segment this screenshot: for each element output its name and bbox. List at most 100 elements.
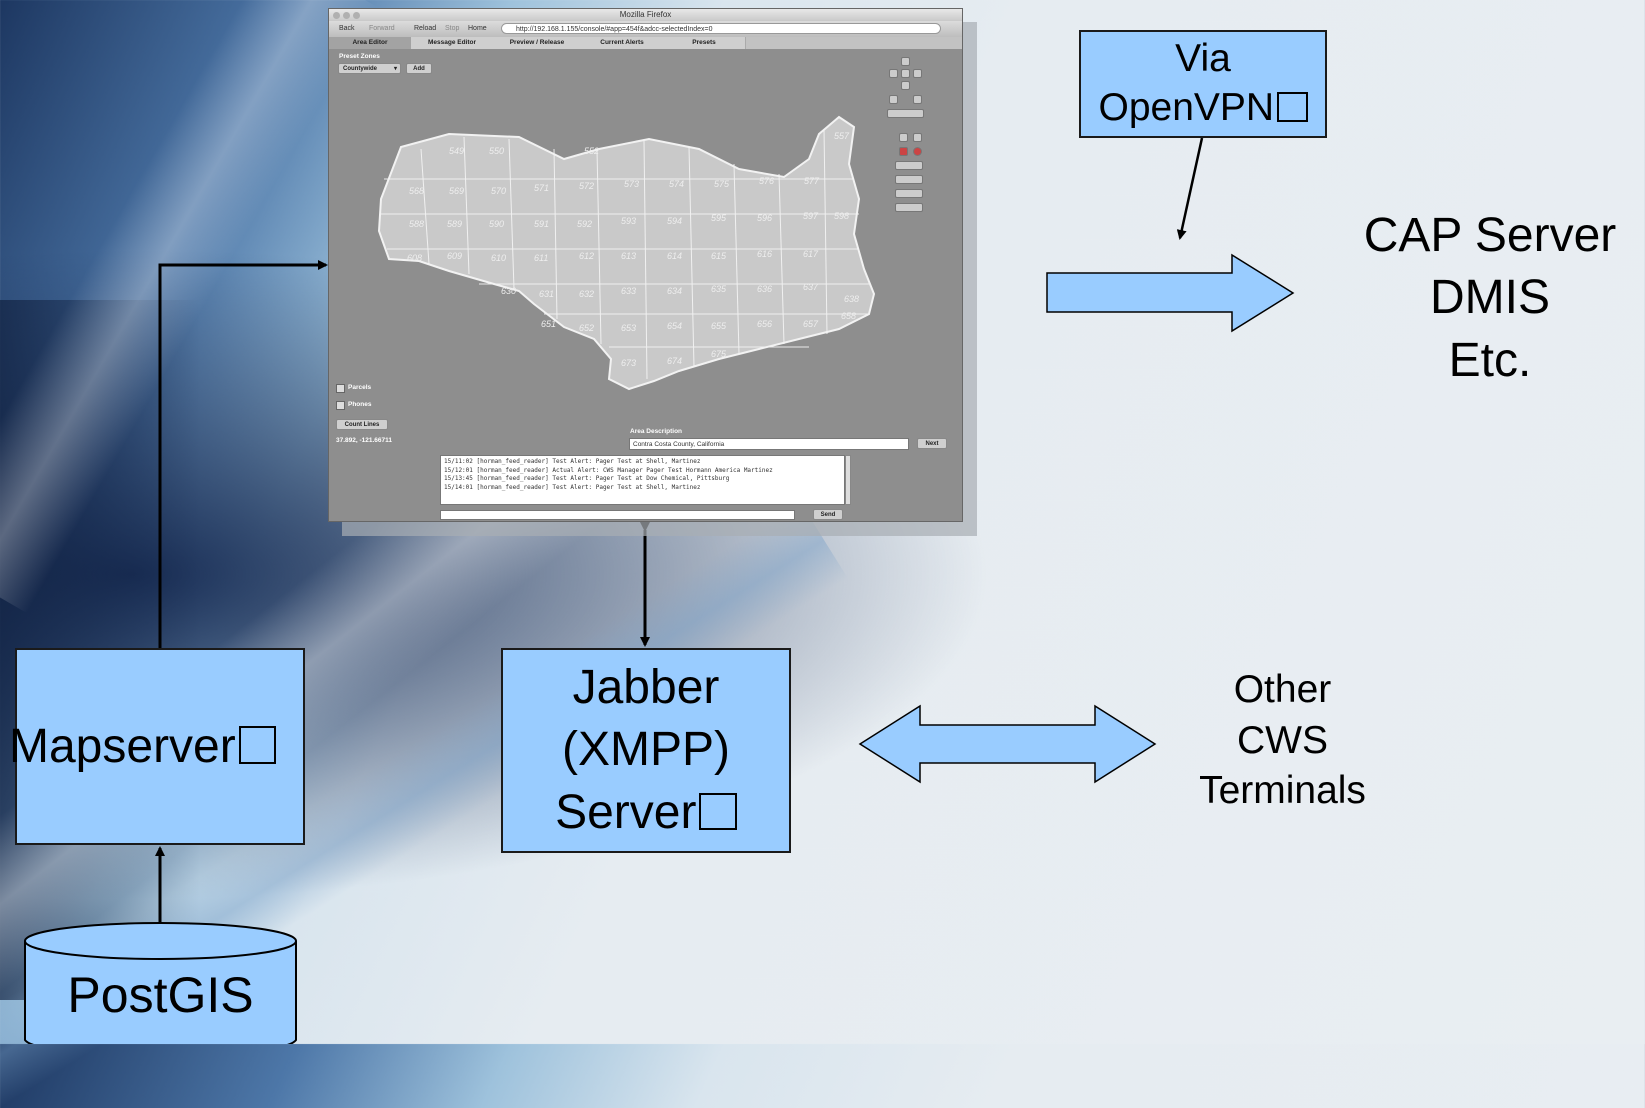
map-tile-number: 552 bbox=[584, 146, 599, 156]
map-tile-number: 617 bbox=[803, 249, 819, 259]
map-tile-number: 652 bbox=[579, 323, 594, 333]
map-tile-number: 550 bbox=[489, 146, 504, 156]
area-description-label: Area Description bbox=[630, 428, 683, 435]
map-tile-number: 568 bbox=[409, 186, 424, 196]
via-openvpn-line: OpenVPN bbox=[1098, 84, 1308, 133]
jabber-line: Server bbox=[555, 782, 737, 844]
record-icon[interactable] bbox=[913, 147, 922, 156]
map-tile-number: 577 bbox=[804, 176, 820, 186]
home-button[interactable]: Home bbox=[468, 25, 487, 32]
url-bar[interactable]: http://192.168.1.155/console/#app=454f&a… bbox=[501, 23, 941, 34]
postgis-label: PostGIS bbox=[67, 967, 254, 1023]
map-tile-number: 655 bbox=[711, 321, 727, 331]
add-button[interactable]: Add bbox=[406, 63, 432, 74]
placeholder-square-icon bbox=[238, 726, 277, 764]
tool-button[interactable] bbox=[895, 189, 923, 198]
map-tile-number: 557 bbox=[834, 131, 850, 141]
phones-checkbox[interactable] bbox=[336, 401, 345, 410]
map-tile-number: 630 bbox=[501, 286, 516, 296]
map-tile-number: 597 bbox=[803, 211, 819, 221]
log-line: 15/14:01 [horman_feed_reader] Test Alert… bbox=[444, 483, 701, 491]
map-tile-number: 609 bbox=[447, 251, 462, 261]
preset-zone-select[interactable]: Countywide▾ bbox=[338, 63, 401, 74]
map-tile-number: 570 bbox=[491, 186, 506, 196]
mapserver-box: Mapserver bbox=[9, 648, 305, 845]
coordinates-readout: 37.892, -121.66711 bbox=[336, 437, 393, 444]
console-screenshot: Mozilla Firefox Back Forward Reload Stop… bbox=[328, 8, 977, 536]
close-icon[interactable] bbox=[913, 133, 922, 142]
map-tile-number: 592 bbox=[577, 219, 592, 229]
parcels-label: Parcels bbox=[348, 384, 372, 391]
map-tile-number: 569 bbox=[449, 186, 464, 196]
map-tile-number: 674 bbox=[667, 356, 682, 366]
map-tile-number: 571 bbox=[534, 183, 549, 193]
log-line: 15/11:02 [horman_feed_reader] Test Alert… bbox=[444, 458, 701, 465]
map-tile-number: 598 bbox=[834, 211, 849, 221]
via-openvpn-line: Via bbox=[1175, 37, 1231, 81]
window-controls[interactable] bbox=[333, 11, 363, 23]
map-tile-number: 549 bbox=[449, 146, 464, 156]
connectors bbox=[24, 137, 1295, 1044]
browser-window: Mozilla Firefox Back Forward Reload Stop… bbox=[328, 8, 963, 522]
map-tile-number: 588 bbox=[409, 219, 424, 229]
message-log[interactable]: 15/11:02 [horman_feed_reader] Test Alert… bbox=[440, 455, 845, 505]
pan-up-icon[interactable] bbox=[901, 57, 910, 66]
via-openvpn-box: Via OpenVPN bbox=[1079, 30, 1327, 138]
map-tile-number: 635 bbox=[711, 284, 727, 294]
draw-icon[interactable] bbox=[899, 147, 908, 156]
map-tile-number: 675 bbox=[711, 349, 727, 359]
other-cws-line: Other bbox=[1233, 668, 1332, 711]
log-scrollbar[interactable] bbox=[845, 455, 851, 505]
tab-presets[interactable]: Presets bbox=[663, 37, 746, 49]
other-cws-double-block-arrow bbox=[858, 704, 1157, 784]
map-tile-number: 673 bbox=[621, 358, 636, 368]
cap-server-line: Etc. bbox=[1448, 333, 1532, 387]
map-tile-number: 595 bbox=[711, 213, 727, 223]
next-button[interactable]: Next bbox=[917, 438, 947, 449]
tool-button[interactable] bbox=[895, 161, 923, 170]
zoom-extent-button[interactable] bbox=[887, 109, 924, 118]
back-button[interactable]: Back bbox=[339, 25, 355, 32]
pan-left-icon[interactable] bbox=[889, 69, 898, 78]
map-tile-number: 611 bbox=[534, 253, 548, 263]
jabber-line: Jabber bbox=[572, 660, 720, 714]
map-tile-number: 574 bbox=[669, 179, 684, 189]
pan-right-icon[interactable] bbox=[913, 69, 922, 78]
map-tile-number: 656 bbox=[757, 319, 772, 329]
search-icon[interactable] bbox=[899, 133, 908, 142]
pan-down-icon[interactable] bbox=[901, 81, 910, 90]
log-line: 15/13:45 [horman_feed_reader] Test Alert… bbox=[444, 475, 730, 482]
forward-button[interactable]: Forward bbox=[369, 25, 395, 32]
map-tile-number: 616 bbox=[757, 249, 772, 259]
send-button[interactable]: Send bbox=[813, 509, 843, 520]
other-cws-line: Terminals bbox=[1199, 769, 1366, 813]
tool-button[interactable] bbox=[895, 203, 923, 212]
map-tile-number: 651 bbox=[541, 319, 556, 329]
map-tile-number: 610 bbox=[491, 253, 506, 263]
reload-button[interactable]: Reload bbox=[414, 25, 437, 32]
map-tile-number: 572 bbox=[579, 181, 594, 191]
map-tile-number: 634 bbox=[667, 286, 682, 296]
map-tile-number: 615 bbox=[711, 251, 727, 261]
count-lines-button[interactable]: Count Lines bbox=[336, 419, 388, 430]
map-tile-number: 658 bbox=[841, 311, 856, 321]
map-tile-number: 631 bbox=[539, 289, 554, 299]
map-tile-number: 608 bbox=[407, 253, 422, 263]
pan-center-icon[interactable] bbox=[901, 69, 910, 78]
map-tile-number: 614 bbox=[667, 251, 682, 261]
chat-input[interactable] bbox=[440, 510, 795, 520]
tool-button[interactable] bbox=[895, 175, 923, 184]
browser-toolbar: Back Forward Reload Stop Home http://192… bbox=[329, 21, 962, 37]
zoom-out-icon[interactable] bbox=[913, 95, 922, 104]
area-description-field[interactable]: Contra Costa County, California bbox=[629, 438, 909, 450]
mapserver-text: Mapserver bbox=[9, 719, 236, 773]
map-tile-number: 653 bbox=[621, 323, 636, 333]
mapserver-to-console-arrow bbox=[158, 260, 328, 648]
parcels-checkbox[interactable] bbox=[336, 384, 345, 393]
zoom-in-icon[interactable] bbox=[889, 95, 898, 104]
map-tile-number: 594 bbox=[667, 216, 682, 226]
map-tile-number: 612 bbox=[579, 251, 594, 261]
stop-button[interactable]: Stop bbox=[445, 25, 460, 32]
